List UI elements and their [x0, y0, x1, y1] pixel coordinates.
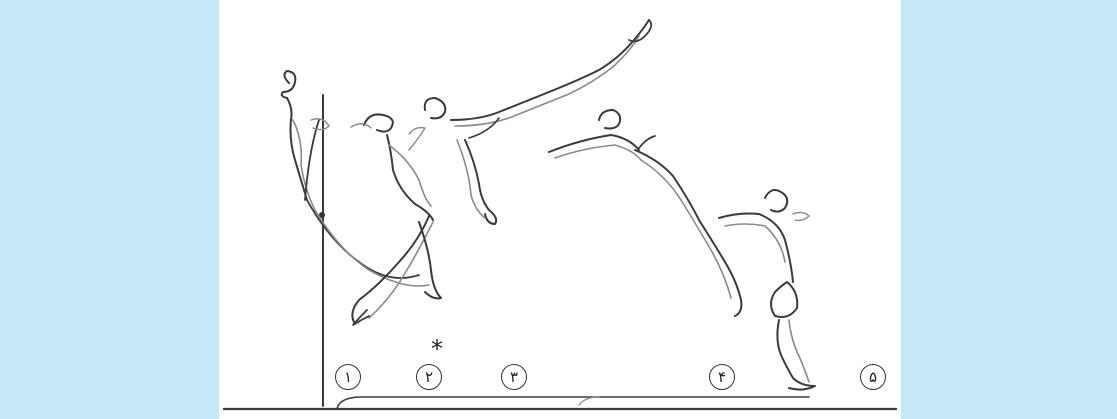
- right-margin-panel: [901, 0, 1117, 419]
- position-marker-1: ۱: [335, 364, 361, 390]
- sketch-panel: ۱ ۲ ۳ ۴ ۵ *: [219, 0, 901, 419]
- left-margin-panel: [0, 0, 219, 419]
- figure-1-sketch: [280, 70, 430, 287]
- position-marker-5: ۵: [860, 364, 886, 390]
- figure-2-sketch: [350, 113, 442, 326]
- position-marker-3: ۳: [501, 364, 527, 390]
- runway-line: [336, 396, 810, 410]
- jump-sequence-sketch: [222, 19, 898, 411]
- takeoff-point: [319, 212, 325, 218]
- figure-5-sketch: [718, 189, 816, 391]
- asterisk-mark: *: [431, 335, 443, 363]
- position-marker-4: ۴: [709, 364, 735, 390]
- figure-4-sketch: [548, 109, 743, 317]
- position-marker-2: ۲: [416, 364, 442, 390]
- figure-3-sketch: [423, 19, 653, 225]
